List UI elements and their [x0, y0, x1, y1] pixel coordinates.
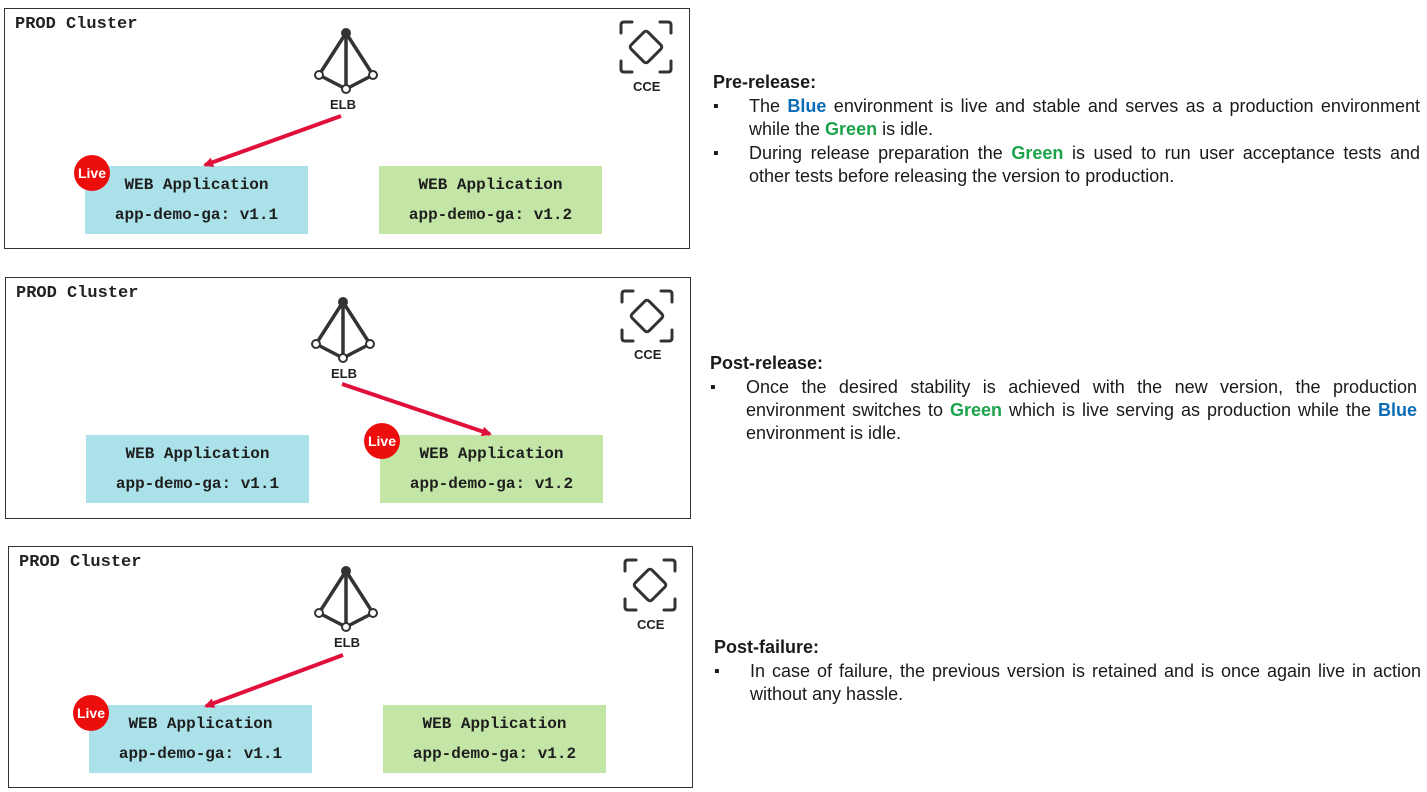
bullet-list: The Blue environment is live and stable …: [713, 95, 1420, 188]
elb-label: ELB: [330, 97, 356, 112]
app-name: WEB Application: [419, 445, 564, 463]
blue-web-application: WEB Application app-demo-ga: v1.1: [85, 166, 308, 234]
cluster-panel-post-failure: PROD Cluster ELB CCE WEB Application app…: [8, 546, 693, 788]
app-name: WEB Application: [422, 715, 567, 733]
elb-label: ELB: [334, 635, 360, 650]
cluster-title: PROD Cluster: [19, 553, 142, 572]
bullet-list: In case of failure, the previous version…: [714, 660, 1421, 706]
app-name: WEB Application: [128, 715, 273, 733]
blue-web-application: WEB Application app-demo-ga: v1.1: [86, 435, 309, 503]
elb-icon: [314, 566, 378, 632]
bullet-list: Once the desired stability is achieved w…: [710, 376, 1417, 445]
bullet-item: During release preparation the Green is …: [713, 142, 1420, 188]
elb-icon: [311, 297, 375, 363]
cce-icon: [623, 558, 677, 612]
description-heading: Pre-release:: [713, 72, 817, 92]
blue-web-application: WEB Application app-demo-ga: v1.1: [89, 705, 312, 773]
cce-icon: [619, 20, 673, 74]
description-heading: Post-release:: [710, 353, 824, 373]
cluster-panel-pre-release: PROD Cluster ELB CCE WEB Application app…: [4, 8, 690, 249]
cluster-panel-post-release: PROD Cluster ELB CCE WEB Application app…: [5, 277, 691, 519]
keyword-green: Green: [950, 400, 1003, 420]
cce-icon: [620, 289, 674, 343]
green-web-application: WEB Application app-demo-ga: v1.2: [380, 435, 603, 503]
live-badge: Live: [73, 695, 109, 731]
bullet-item: The Blue environment is live and stable …: [713, 95, 1420, 141]
app-version: app-demo-ga: v1.1: [114, 206, 279, 224]
cce-label: CCE: [633, 79, 661, 94]
live-badge: Live: [364, 423, 400, 459]
bullet-item: Once the desired stability is achieved w…: [710, 376, 1417, 445]
app-version: app-demo-ga: v1.2: [412, 745, 577, 763]
app-version: app-demo-ga: v1.1: [118, 745, 283, 763]
cluster-title: PROD Cluster: [15, 15, 138, 34]
keyword-green: Green: [1011, 143, 1064, 163]
bullet-item: In case of failure, the previous version…: [714, 660, 1421, 706]
app-name: WEB Application: [418, 176, 563, 194]
cce-label: CCE: [637, 617, 665, 632]
description-post-failure: Post-failure: In case of failure, the pr…: [714, 636, 1421, 707]
app-version: app-demo-ga: v1.2: [409, 475, 574, 493]
keyword-blue: Blue: [787, 96, 827, 116]
description-pre-release: Pre-release: The Blue environment is liv…: [713, 71, 1420, 189]
keyword-green: Green: [825, 119, 878, 139]
green-web-application: WEB Application app-demo-ga: v1.2: [383, 705, 606, 773]
cce-label: CCE: [634, 347, 662, 362]
live-badge: Live: [74, 155, 110, 191]
cluster-title: PROD Cluster: [16, 284, 139, 303]
app-version: app-demo-ga: v1.1: [115, 475, 280, 493]
app-version: app-demo-ga: v1.2: [408, 206, 573, 224]
green-web-application: WEB Application app-demo-ga: v1.2: [379, 166, 602, 234]
app-name: WEB Application: [125, 445, 270, 463]
elb-label: ELB: [331, 366, 357, 381]
keyword-blue: Blue: [1377, 400, 1417, 420]
description-heading: Post-failure:: [714, 637, 820, 657]
app-name: WEB Application: [124, 176, 269, 194]
elb-icon: [314, 28, 378, 94]
description-post-release: Post-release: Once the desired stability…: [710, 352, 1417, 446]
